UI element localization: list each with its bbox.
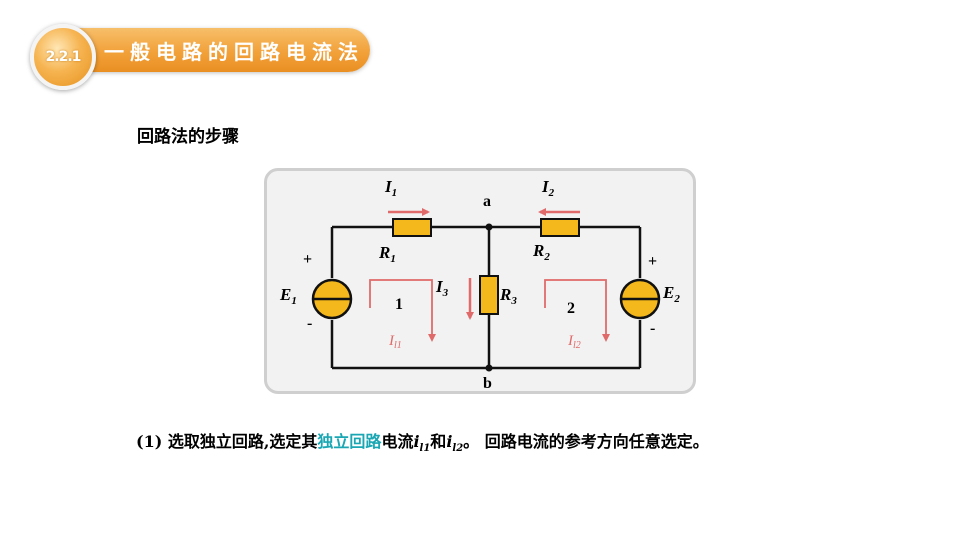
resistor-r1: [392, 218, 432, 237]
loop-arrow-2: [544, 279, 610, 342]
node-a-dot: [485, 223, 493, 231]
section-number-badge: 2.2.1: [30, 24, 96, 90]
source-e1: [311, 278, 353, 320]
step-1-i1-sub: l1: [419, 443, 431, 455]
section-number: 2.2.1: [45, 49, 82, 65]
source-e2: [619, 278, 661, 320]
label-e2: E2: [662, 283, 680, 305]
label-r3: R3: [499, 285, 517, 307]
label-loop-1: 1: [395, 296, 403, 313]
step-1-i2: i: [446, 432, 453, 451]
step-1-i2-sub: l2: [452, 443, 464, 455]
label-loop-2: 2: [567, 300, 575, 317]
loop-arrow-1: [369, 279, 436, 342]
step-1-part2: 电流: [381, 432, 414, 451]
resistor-r2: [540, 218, 580, 237]
circuit-diagram: I1 I2 a b R1 R2 R3 I3 E1 E2 + - + - 1 2 …: [279, 177, 680, 392]
label-i3: I3: [435, 277, 449, 299]
step-1-part1: (1) 选取独立回路,选定其: [136, 432, 318, 451]
step-1-part3: 。 回路电流的参考方向任意选定。: [463, 432, 709, 451]
resistor-r3: [479, 275, 499, 315]
label-i2: I2: [541, 177, 555, 199]
label-node-a: a: [483, 193, 491, 210]
label-plus-right: +: [648, 253, 657, 270]
slide-heading: 回路法的步骤: [137, 127, 239, 147]
label-i1: I1: [384, 177, 397, 199]
step-1-i1: i: [413, 432, 420, 451]
label-minus-left: -: [307, 315, 312, 332]
label-plus-left: +: [303, 251, 312, 268]
step-1-highlight: 独立回路: [317, 432, 382, 451]
label-il2: Il2: [567, 333, 581, 351]
label-node-b: b: [483, 375, 492, 392]
label-il1: Il1: [388, 333, 402, 351]
label-r2: R2: [532, 241, 550, 263]
label-e1: E1: [279, 285, 297, 307]
node-b-dot: [485, 364, 493, 372]
section-title: 一般电路的回路电流法: [104, 40, 364, 64]
label-minus-right: -: [650, 320, 655, 337]
step-1-conj: 和: [430, 432, 447, 451]
label-r1: R1: [378, 243, 396, 265]
step-1-text: (1) 选取独立回路,选定其独立回路电流il1和il2。 回路电流的参考方向任意…: [136, 428, 709, 454]
